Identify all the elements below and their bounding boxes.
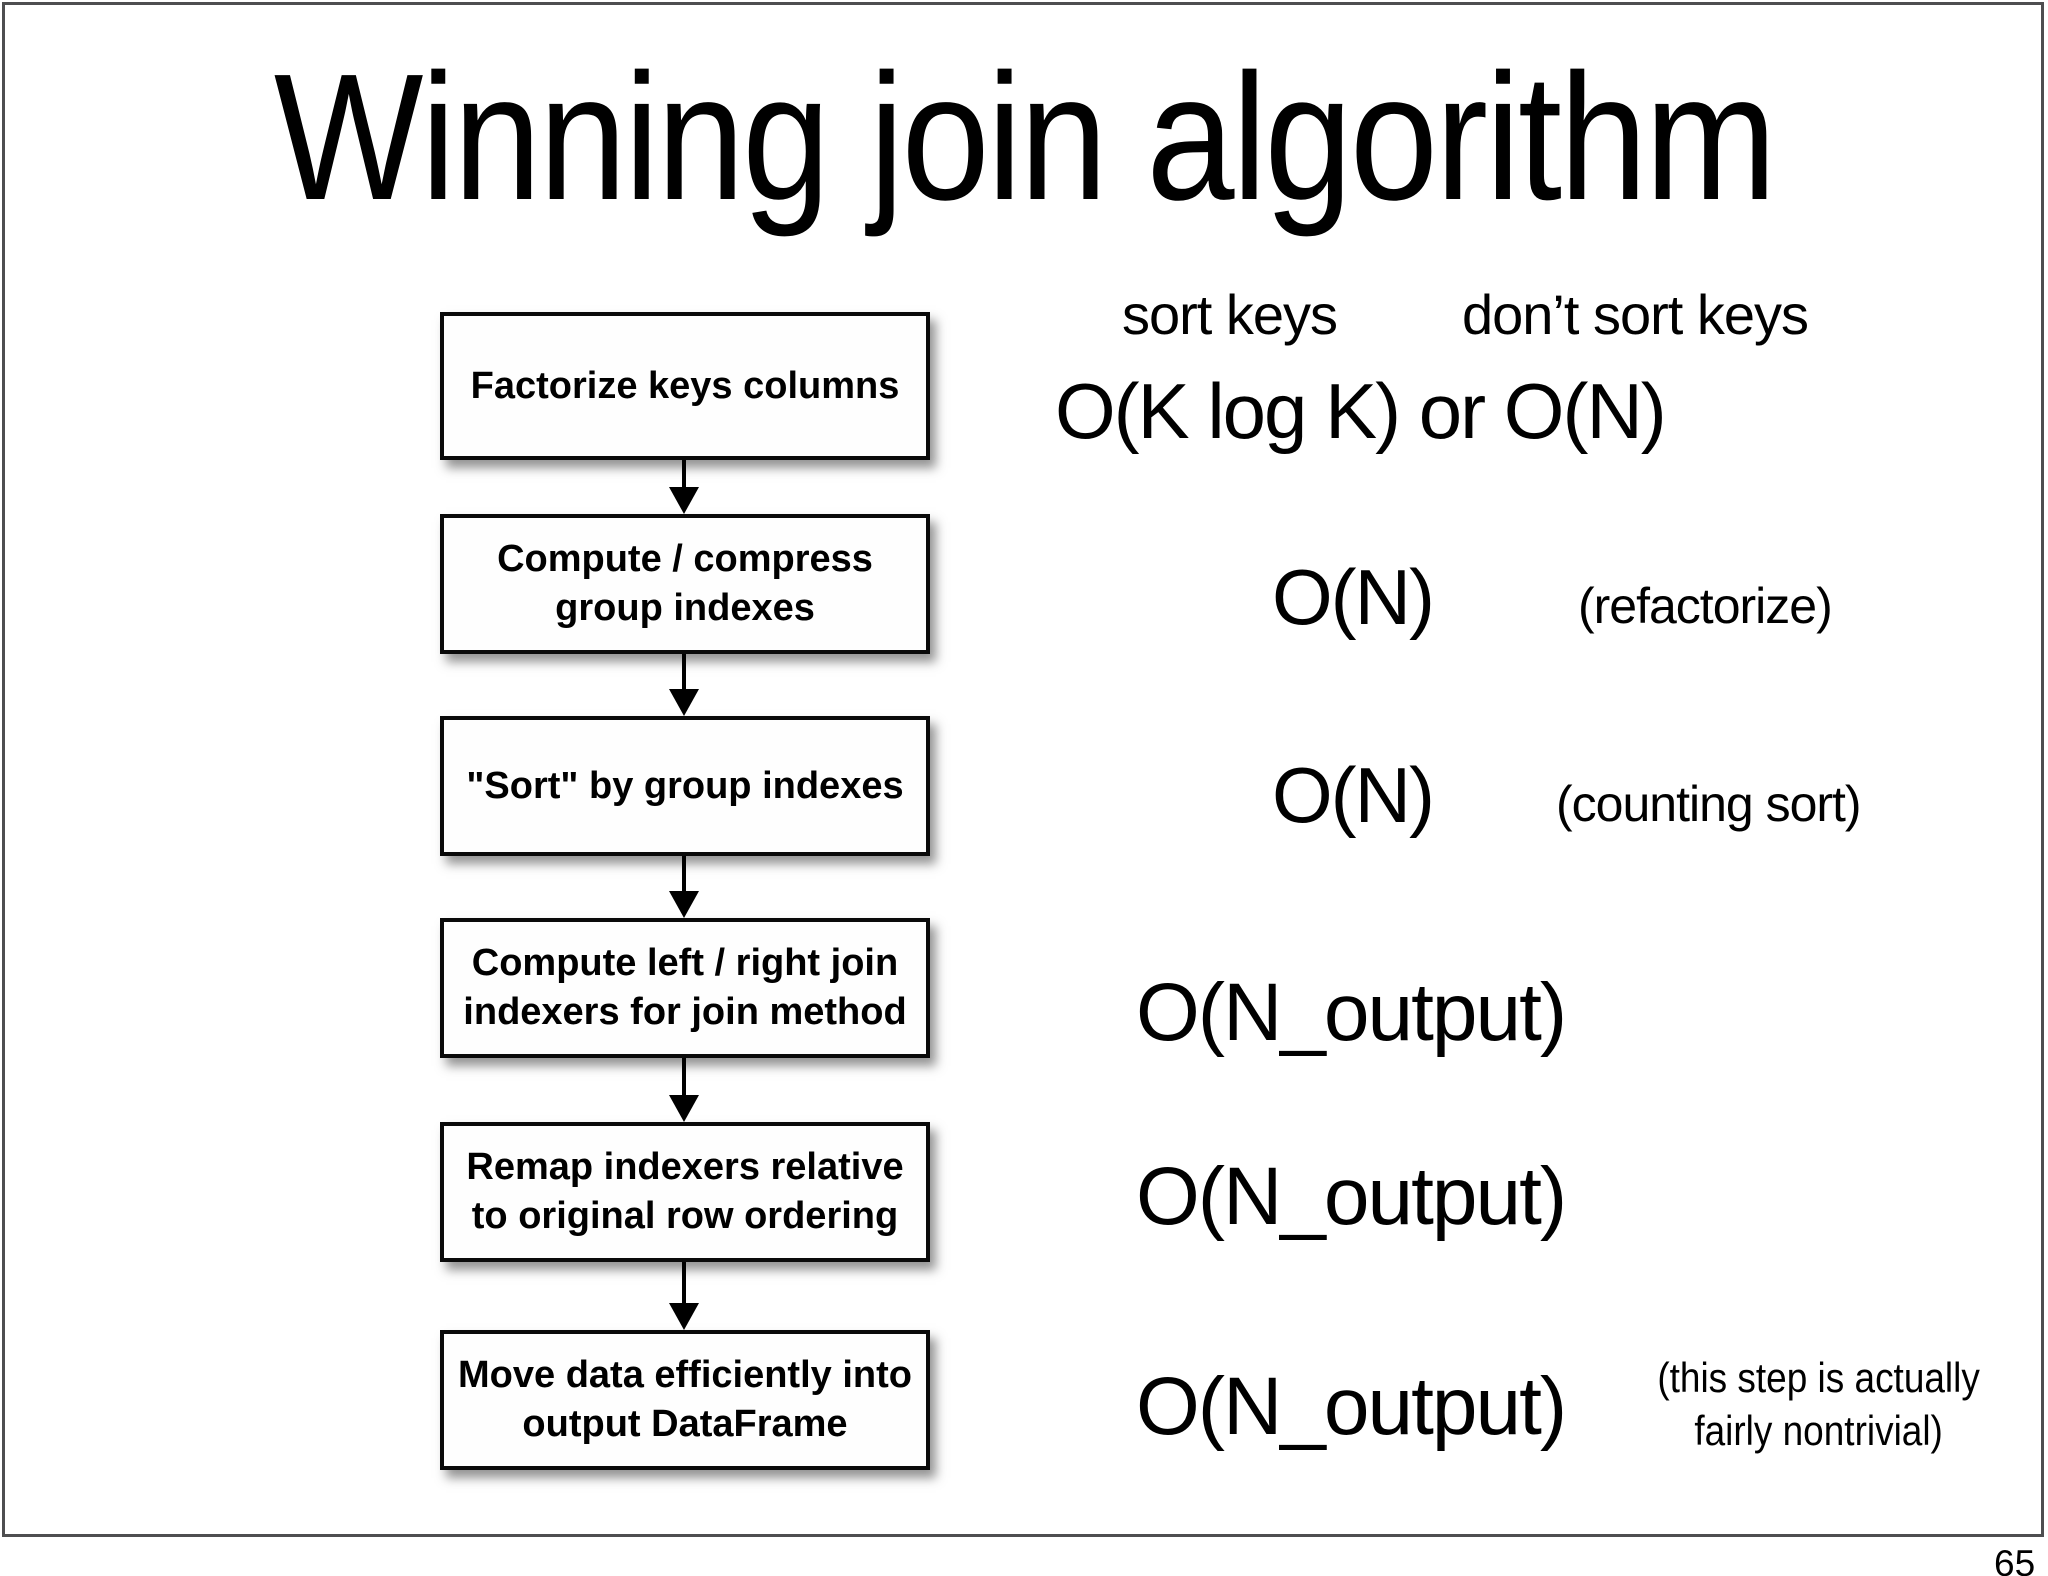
complexity-move-data-note: (this step is actually fairly nontrivial… [1657, 1354, 1980, 1454]
flow-step-factorize-keys: Factorize keys columns [440, 312, 930, 460]
flow-step-compute-group-indexes: Compute / compress group indexes [440, 514, 930, 654]
flow-step-sort-by-group-indexes: "Sort" by group indexes [440, 716, 930, 856]
page-number: 65 [1994, 1543, 2036, 1576]
flow-step-compute-join-indexers: Compute left / right join indexers for j… [440, 918, 930, 1058]
flow-step-label: Remap indexers relative to original row … [466, 1146, 904, 1237]
arrow-stem [682, 856, 686, 891]
arrow-head-icon [669, 689, 699, 716]
complexity-remap-value: O(N_output) [1136, 1151, 1567, 1242]
flow-step-remap-indexers: Remap indexers relative to original row … [440, 1122, 930, 1262]
flow-step-label: Move data efficiently into output DataFr… [458, 1354, 912, 1445]
arrow-stem [682, 460, 686, 487]
flow-arrow [664, 654, 704, 716]
flow-step-move-data: Move data efficiently into output DataFr… [440, 1330, 930, 1470]
complexity-header-sort-keys: sort keys [1122, 283, 1338, 346]
arrow-head-icon [669, 1303, 699, 1330]
arrow-head-icon [669, 891, 699, 918]
complexity-group-indexes-value: O(N) [1272, 553, 1435, 641]
flow-step-label: Compute / compress group indexes [497, 538, 873, 629]
page-title: Winning join algorithm [273, 37, 1777, 238]
arrow-head-icon [669, 1095, 699, 1122]
flow-step-label: Factorize keys columns [470, 364, 900, 407]
slide-frame [2, 2, 2044, 1537]
flow-arrow [664, 1262, 704, 1330]
flow-arrow [664, 460, 704, 514]
flow-step-label: Compute left / right join indexers for j… [463, 942, 907, 1033]
flow-arrow [664, 856, 704, 918]
arrow-head-icon [669, 487, 699, 514]
arrow-stem [682, 1058, 686, 1095]
arrow-stem [682, 654, 686, 689]
arrow-stem [682, 1262, 686, 1303]
complexity-factorize-value: O(K log K) or O(N) [1055, 367, 1667, 455]
complexity-join-indexers-value: O(N_output) [1136, 967, 1567, 1058]
complexity-group-indexes-note: (refactorize) [1578, 578, 1833, 634]
complexity-sort-value: O(N) [1272, 751, 1435, 839]
complexity-sort-note: (counting sort) [1556, 776, 1862, 832]
flow-step-label: "Sort" by group indexes [466, 764, 904, 807]
complexity-move-data-value: O(N_output) [1136, 1361, 1567, 1452]
flow-arrow [664, 1058, 704, 1122]
complexity-header-dont-sort-keys: don’t sort keys [1462, 283, 1809, 346]
